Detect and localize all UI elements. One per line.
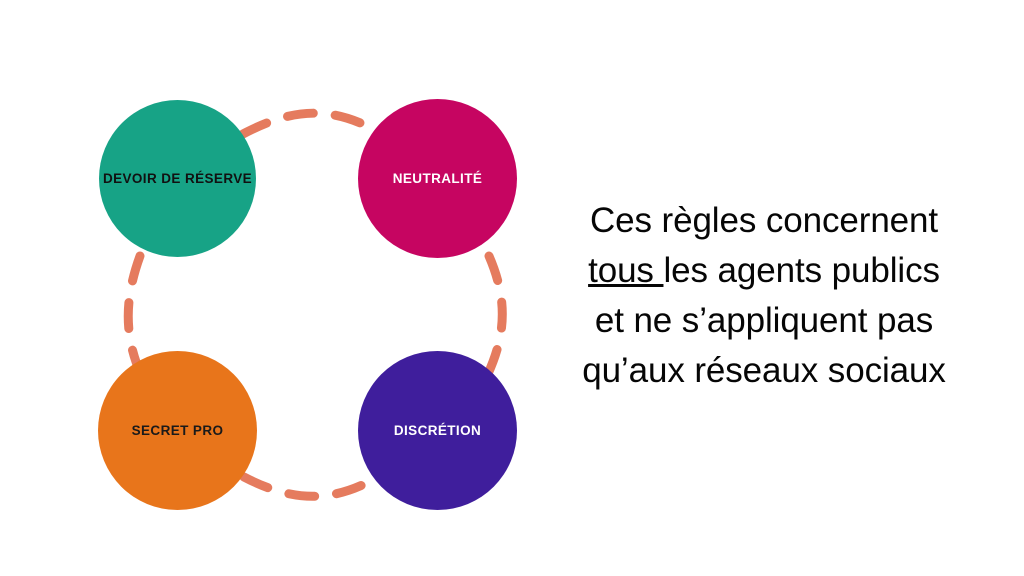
statement-line-2: tous les agents publics bbox=[540, 246, 988, 296]
statement-emphasis-tous: tous bbox=[588, 251, 664, 290]
node-secret-pro[interactable]: SECRET PRO bbox=[98, 351, 257, 510]
node-label-devoir-de-reserve: DEVOIR DE RÉSERVE bbox=[102, 170, 253, 186]
cycle-diagram: DEVOIR DE RÉSERVE NEUTRALITÉ SECRET PRO … bbox=[98, 99, 517, 510]
node-label-discretion: DISCRÉTION bbox=[393, 422, 482, 438]
statement-line-2-rest: les agents publics bbox=[663, 251, 940, 290]
statement-line-4: qu’aux réseaux sociaux bbox=[582, 351, 946, 390]
node-devoir-de-reserve[interactable]: DEVOIR DE RÉSERVE bbox=[99, 100, 256, 257]
dashed-connector-ring bbox=[123, 108, 507, 501]
connector-arc-top bbox=[238, 108, 380, 139]
connector-arc-bottom bbox=[239, 472, 381, 501]
node-discretion[interactable]: DISCRÉTION bbox=[358, 351, 517, 510]
statement-line-1: Ces règles concernent bbox=[589, 201, 939, 240]
node-label-secret-pro: SECRET PRO bbox=[131, 422, 224, 438]
statement-line-3: et ne s’appliquent pas bbox=[594, 301, 934, 340]
node-label-neutralite: NEUTRALITÉ bbox=[392, 170, 483, 186]
connector-arc-right bbox=[482, 251, 507, 381]
statement-text-block: Ces règles concernent tous les agents pu… bbox=[540, 196, 988, 396]
node-neutralite[interactable]: NEUTRALITÉ bbox=[358, 99, 517, 258]
connector-arc-left bbox=[123, 251, 147, 382]
